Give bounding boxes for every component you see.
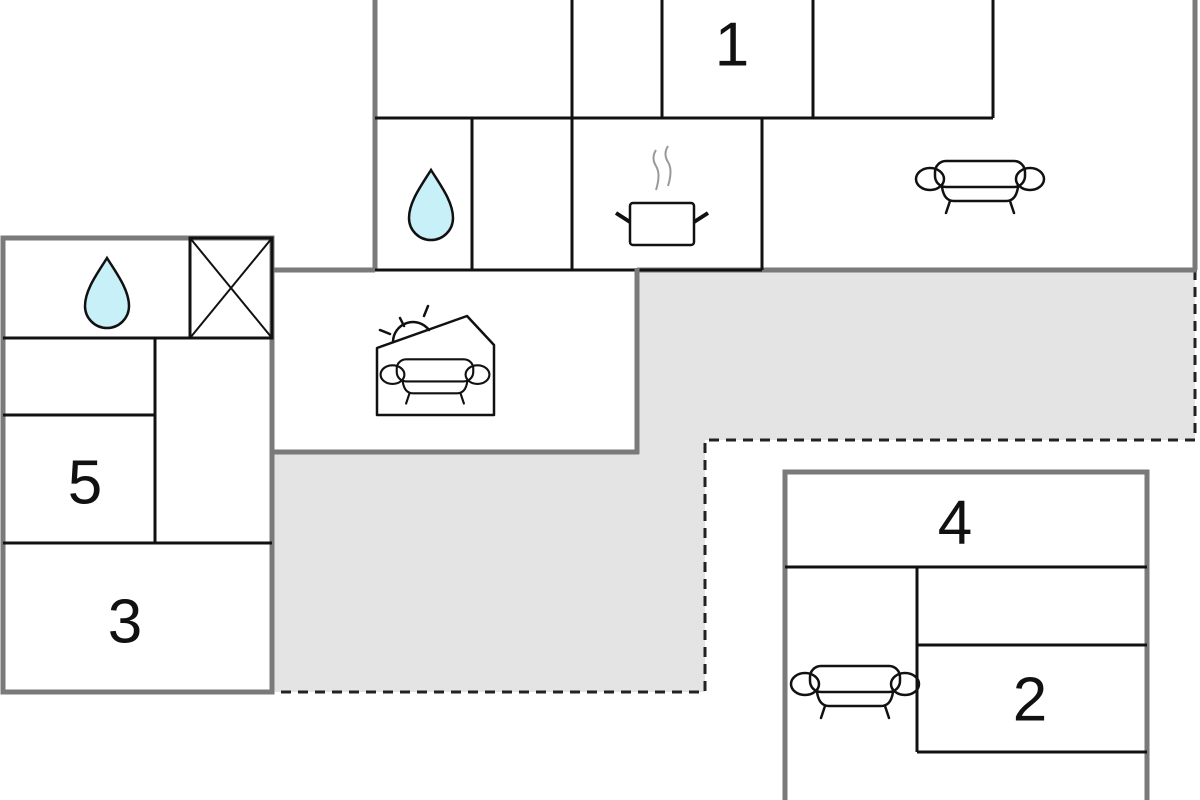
living-sofa-icon	[789, 664, 921, 720]
terrace-dashed-edge	[272, 270, 1197, 694]
left-building	[0, 235, 275, 695]
room-label-2: 2	[1013, 666, 1047, 735]
room-label-4: 4	[938, 489, 972, 558]
terrace	[272, 270, 1195, 692]
kitchen-pot-icon	[614, 145, 710, 247]
room-label-5: 5	[68, 449, 102, 518]
bottom-right-building	[782, 469, 1150, 800]
sunroom-icon	[375, 304, 496, 417]
living-sofa-icon	[914, 159, 1046, 215]
sunroom	[270, 267, 640, 455]
bathroom-drop-icon	[407, 168, 455, 242]
top-building	[372, 0, 1198, 273]
room-label-1: 1	[715, 11, 749, 80]
bathroom-drop-icon	[83, 256, 131, 330]
room-label-3: 3	[108, 588, 142, 657]
